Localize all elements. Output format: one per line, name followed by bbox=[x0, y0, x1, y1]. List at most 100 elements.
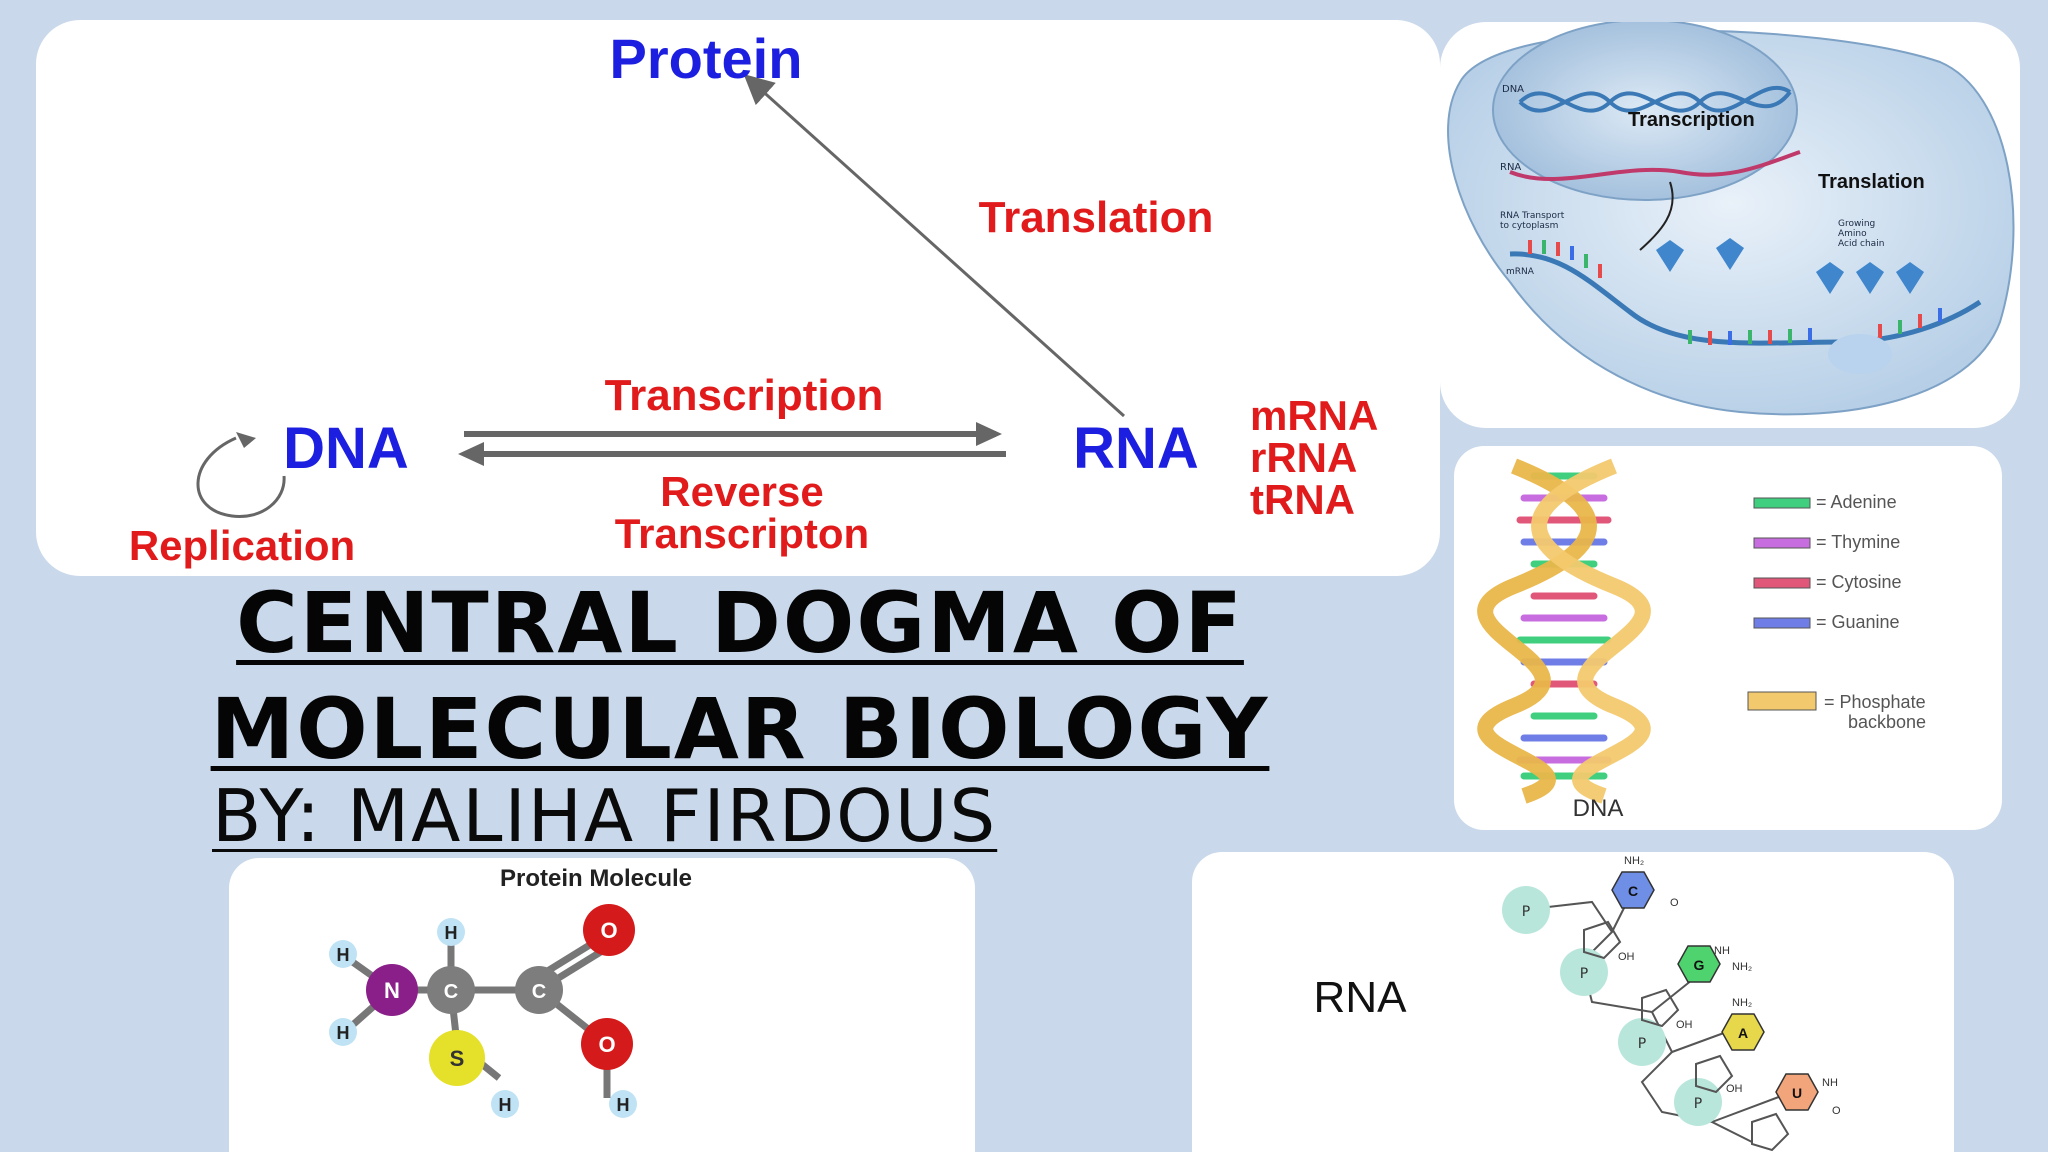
oh-label-2: OH bbox=[1676, 1019, 1693, 1031]
dna-legend: = Adenine = Thymine = Cytosine = Guanine… bbox=[1747, 492, 1926, 732]
transcription-label: Transcription bbox=[605, 371, 884, 420]
rna-panel-label: RNA bbox=[1314, 973, 1408, 1022]
ribosome bbox=[1828, 334, 1892, 374]
trna-label: tRNA bbox=[1250, 476, 1355, 523]
translation-arrow bbox=[743, 73, 1126, 418]
carbon-atom-1 bbox=[427, 966, 475, 1014]
dna-label: DNA bbox=[283, 416, 409, 481]
legend-phosphate: = Phosphate bbox=[1824, 692, 1926, 712]
rna-annotations: NH₂ NH₂ NH₂ NH NH OH OH OH O O bbox=[1618, 855, 1841, 1117]
hydrogen-atom-2 bbox=[329, 940, 357, 968]
cell-transcription-label: Transcription bbox=[1628, 109, 1755, 131]
sulfur-atom bbox=[429, 1030, 485, 1086]
central-dogma-diagram: Protein Translation Transcription DNA RN… bbox=[129, 27, 1379, 569]
nh2-label-1: NH₂ bbox=[1624, 855, 1644, 867]
cytosine-ring bbox=[1611, 871, 1655, 909]
rna-bases: C G A U bbox=[1611, 871, 1819, 1111]
protein-molecule-title: Protein Molecule bbox=[500, 865, 692, 892]
legend-swatch-phosphate bbox=[1747, 691, 1817, 711]
hydrogen-label-1: H bbox=[445, 923, 458, 943]
growing-chain-label-1: Growing bbox=[1838, 219, 1875, 229]
growing-chain-label-2: Amino bbox=[1838, 229, 1867, 239]
base-u-label: U bbox=[1792, 1085, 1802, 1101]
dna-caption: DNA bbox=[1573, 795, 1624, 822]
page-title-line-1: CENTRAL DOGMA OF bbox=[236, 574, 1244, 672]
hydrogen-atom-3 bbox=[329, 1018, 357, 1046]
legend-swatch-adenine bbox=[1753, 497, 1811, 509]
mrna-base-ticks bbox=[1528, 240, 1942, 345]
carbon-label-1: C bbox=[444, 981, 458, 1003]
legend-swatch-cytosine bbox=[1753, 577, 1811, 589]
nh2-label-3: NH₂ bbox=[1732, 961, 1752, 973]
hydrogen-atom-1 bbox=[437, 918, 465, 946]
mrna-label: mRNA bbox=[1250, 392, 1378, 439]
legend-swatch-thymine bbox=[1753, 537, 1811, 549]
phosphate-label-1: P bbox=[1522, 904, 1530, 920]
legend-backbone: backbone bbox=[1848, 712, 1926, 732]
guanine-ring bbox=[1677, 945, 1721, 983]
translation-label: Translation bbox=[979, 193, 1214, 242]
hydrogen-atom-4 bbox=[609, 1090, 637, 1118]
mrna-small-label: mRNA bbox=[1506, 267, 1535, 277]
protein-molecule-diagram: Protein Molecule N C C S O O bbox=[329, 865, 692, 1118]
dna-helix-panel: DNA = Adenine = Thymine = Cytosine = Gua… bbox=[1454, 446, 2002, 830]
reverse-transcription-label: Transcripton bbox=[615, 510, 869, 557]
hydrogen-label-4: H bbox=[617, 1095, 630, 1115]
nh-label-2: NH bbox=[1822, 1077, 1838, 1089]
central-dogma-panel: Protein Translation Transcription DNA RN… bbox=[36, 20, 1440, 576]
sulfur-label: S bbox=[450, 1046, 465, 1071]
ribose-rings bbox=[1583, 920, 1790, 1152]
hydrogen-label-3: H bbox=[337, 1023, 350, 1043]
author-byline: BY: MALIHA FIRDOUS bbox=[212, 774, 998, 858]
hydrogen-label-5: H bbox=[499, 1095, 512, 1115]
adenine-ring bbox=[1721, 1013, 1765, 1051]
legend-thymine: = Thymine bbox=[1816, 532, 1900, 552]
uracil-ring bbox=[1775, 1073, 1819, 1111]
nitrogen-label: N bbox=[384, 978, 400, 1003]
trna-molecules bbox=[1656, 238, 1924, 294]
phosphate-label-4: P bbox=[1694, 1096, 1702, 1112]
rna-transport-label: RNA Transport bbox=[1500, 211, 1565, 221]
phosphate-label-2: P bbox=[1580, 966, 1588, 982]
reverse-label: Reverse bbox=[660, 468, 823, 515]
phosphate-groups: P P P P bbox=[1502, 886, 1722, 1126]
oxygen-label-1: O bbox=[600, 918, 617, 943]
page-title-line-2: MOLECULAR BIOLOGY bbox=[210, 680, 1270, 778]
protein-molecule-panel: Protein Molecule N C C S O O bbox=[229, 858, 975, 1152]
o-label-1: O bbox=[1670, 897, 1679, 909]
phosphate-backbone-1 bbox=[1477, 458, 1597, 804]
oh-label-1: OH bbox=[1618, 951, 1635, 963]
carbon-atom-2 bbox=[515, 966, 563, 1014]
rna-structure-panel: RNA P P P P C G A U bbox=[1192, 852, 1954, 1152]
rna-label: RNA bbox=[1073, 416, 1199, 481]
nucleus bbox=[1492, 22, 1798, 201]
base-a-label: A bbox=[1738, 1025, 1748, 1041]
legend-adenine: = Adenine bbox=[1816, 492, 1897, 512]
legend-guanine: = Guanine bbox=[1816, 612, 1900, 632]
base-c-label: C bbox=[1628, 883, 1638, 899]
cell-dna-label: DNA bbox=[1502, 84, 1524, 95]
base-g-label: G bbox=[1694, 957, 1705, 973]
rna-transport-label-2: to cytoplasm bbox=[1500, 221, 1558, 231]
dna-helix-diagram: DNA = Adenine = Thymine = Cytosine = Gua… bbox=[1477, 458, 1926, 822]
hydrogen-atom-5 bbox=[491, 1090, 519, 1118]
nitrogen-atom bbox=[366, 964, 418, 1016]
hydrogen-label-2: H bbox=[337, 945, 350, 965]
replication-loop-arrow bbox=[196, 436, 286, 518]
cell-translation-label: Translation bbox=[1818, 171, 1925, 193]
cell-rna-label: RNA bbox=[1500, 162, 1521, 173]
growing-chain-label-3: Acid chain bbox=[1838, 239, 1884, 249]
cell-diagram-panel: DNA RNA Transcription Translation RNA Tr… bbox=[1440, 22, 2020, 428]
oxygen-atom-2 bbox=[581, 1018, 633, 1070]
phosphate-label-3: P bbox=[1638, 1036, 1646, 1052]
protein-label: Protein bbox=[610, 27, 803, 90]
nh2-label-2: NH₂ bbox=[1732, 997, 1752, 1009]
carbon-label-2: C bbox=[532, 981, 546, 1003]
o-label-2: O bbox=[1832, 1105, 1841, 1117]
oxygen-atom-1 bbox=[583, 904, 635, 956]
replication-label: Replication bbox=[129, 522, 355, 569]
oh-label-3: OH bbox=[1726, 1083, 1743, 1095]
nh-label-1: NH bbox=[1714, 945, 1730, 957]
rrna-label: rRNA bbox=[1250, 434, 1357, 481]
phosphate-backbone-2 bbox=[1531, 458, 1651, 804]
